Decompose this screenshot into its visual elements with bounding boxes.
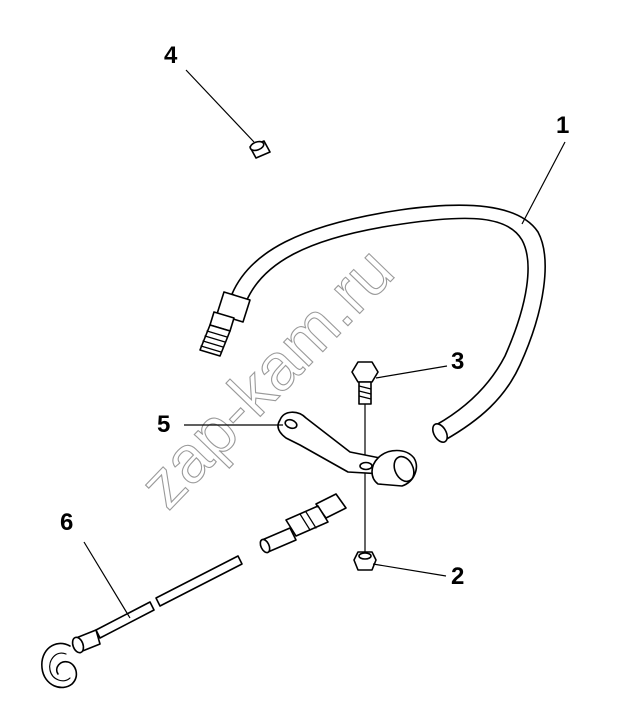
plug-cap-part xyxy=(249,140,271,159)
clamp-bracket-part xyxy=(277,411,418,487)
leader-line-6 xyxy=(83,541,131,619)
dipstick-connector-part xyxy=(259,493,347,554)
leader-line-1 xyxy=(521,141,566,225)
callout-1: 1 xyxy=(556,112,569,139)
leader-line-3 xyxy=(375,365,448,379)
callout-2: 2 xyxy=(451,563,464,590)
callout-5: 5 xyxy=(157,411,170,438)
leader-line-4 xyxy=(185,69,255,143)
bolt-part xyxy=(351,361,379,405)
callout-3: 3 xyxy=(451,348,464,375)
leader-line-2 xyxy=(372,563,447,577)
nut-part xyxy=(353,551,377,571)
callout-4: 4 xyxy=(164,42,178,69)
dipstick-tube-part xyxy=(199,204,546,443)
dipstick-rod-part xyxy=(41,555,243,689)
callout-6: 6 xyxy=(60,509,73,536)
